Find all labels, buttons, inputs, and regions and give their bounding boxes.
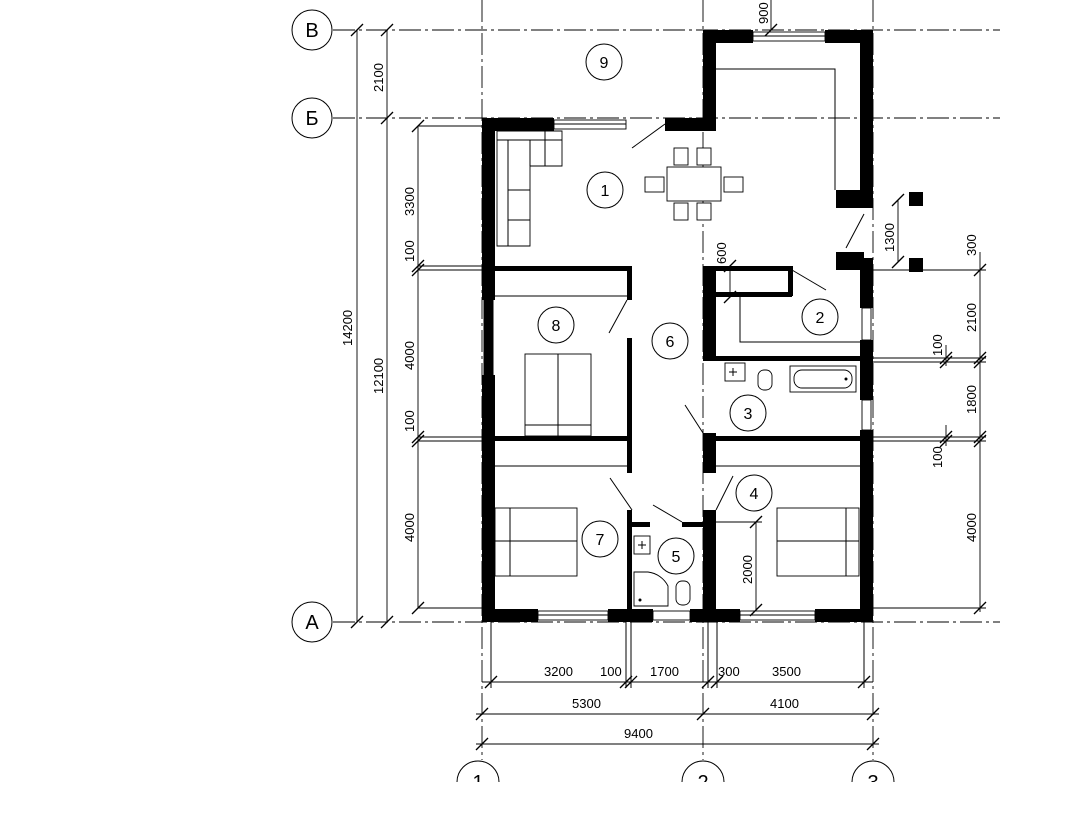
room-label-1: 1 — [601, 183, 610, 200]
axis-label-row-b: Б — [305, 108, 318, 130]
dim-2100-left: 2100 — [371, 63, 386, 92]
dim-300-bottom: 300 — [718, 664, 740, 679]
axis-marker-row-v — [291, 9, 333, 51]
dim-2100-right: 2100 — [964, 303, 979, 332]
room-label-2: 2 — [816, 310, 825, 327]
axis-markers: В Б А 1 2 3 — [291, 9, 910, 827]
room-bubble-5 — [657, 537, 695, 575]
dimension-labels: 900 2100 3300 100 4000 100 4000 14200 12… — [340, 2, 979, 741]
exterior-walls — [482, 30, 923, 622]
room-bubble-4 — [735, 474, 773, 512]
dim-4000-left-b: 4000 — [402, 513, 417, 542]
dim-4000-left-a: 4000 — [402, 341, 417, 370]
dim-100-right-b: 100 — [930, 446, 945, 468]
dim-12100: 12100 — [371, 358, 386, 394]
room-labels: 1 2 3 4 5 6 7 8 9 — [537, 43, 839, 575]
room-label-8: 8 — [552, 318, 561, 335]
axis-lines — [333, 0, 1000, 760]
room-bubble-3 — [729, 394, 767, 432]
room-bubble-7 — [581, 520, 619, 558]
room-label-6: 6 — [666, 334, 675, 351]
dim-900: 900 — [756, 2, 771, 24]
left-dimensions — [350, 23, 482, 629]
dim-1300: 1300 — [882, 223, 897, 252]
dim-1700: 1700 — [650, 664, 679, 679]
dim-100-left-b: 100 — [402, 410, 417, 432]
dim-3500: 3500 — [772, 664, 801, 679]
dim-5300: 5300 — [572, 696, 601, 711]
windows — [537, 31, 872, 621]
room-bubble-2 — [801, 298, 839, 336]
dim-100-left-a: 100 — [402, 240, 417, 262]
room-label-5: 5 — [672, 549, 681, 566]
room-label-9: 9 — [600, 55, 609, 72]
interior-walls — [495, 266, 873, 622]
furniture — [494, 0, 860, 617]
axis-marker-row-a — [291, 601, 333, 643]
room-bubble-9 — [585, 43, 623, 81]
dim-4000-right: 4000 — [964, 513, 979, 542]
dim-3200: 3200 — [544, 664, 573, 679]
dim-600: 600 — [714, 242, 729, 264]
doors — [608, 123, 865, 523]
dim-100-bottom: 100 — [600, 664, 622, 679]
axis-marker-row-b — [291, 97, 333, 139]
dim-2000: 2000 — [740, 555, 755, 584]
dim-4100: 4100 — [770, 696, 799, 711]
dim-100-right-a: 100 — [930, 334, 945, 356]
axis-label-row-v: В — [305, 20, 318, 42]
dim-300-right: 300 — [964, 234, 979, 256]
room-bubble-6 — [651, 322, 689, 360]
room-bubble-8 — [537, 306, 575, 344]
dim-9400: 9400 — [624, 726, 653, 741]
bottom-dimensions — [475, 622, 880, 751]
dim-14200: 14200 — [340, 310, 355, 346]
room-label-4: 4 — [750, 486, 759, 503]
dim-1800: 1800 — [964, 385, 979, 414]
axis-label-row-a: А — [305, 612, 319, 634]
right-dimensions — [873, 193, 987, 615]
room-bubble-1 — [586, 171, 624, 209]
dim-3300: 3300 — [402, 187, 417, 216]
room-label-7: 7 — [596, 532, 605, 549]
room-label-3: 3 — [744, 406, 753, 423]
